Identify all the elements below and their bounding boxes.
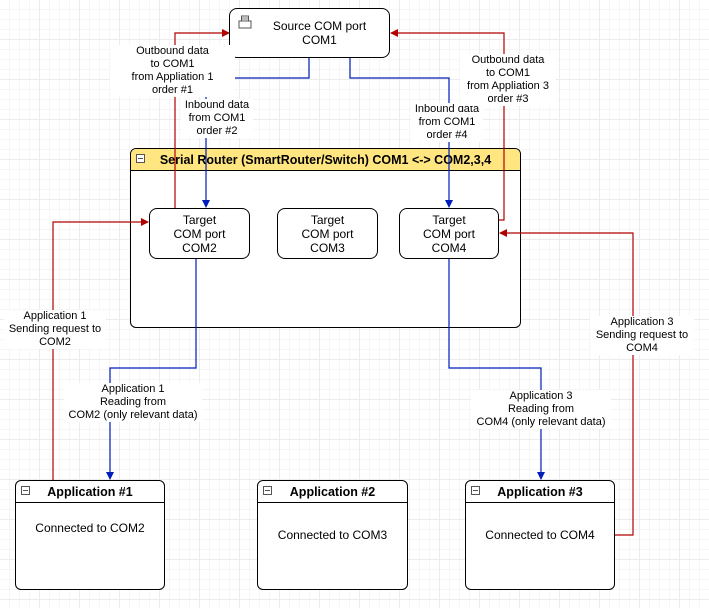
application-2-header[interactable]: Application #2 [258,481,407,503]
application-3-body: Connected to COM4 [466,503,614,589]
application-2-body: Connected to COM3 [258,503,407,589]
target-line: COM port [422,226,475,241]
edge-app1-request-com2 [52,218,149,480]
label-line: to COM1 [485,67,530,79]
label-line: Sending request to [595,329,689,341]
label-line: Application 3 [509,390,573,402]
label-line: Application 3 [610,316,674,328]
label-line: from Appliation 3 [467,80,549,92]
label-outbound-app3: Outbound data to COM1 from Appliation 3 … [460,54,556,106]
label-line: order #1 [152,84,193,96]
collapse-icon[interactable] [136,154,145,163]
label-line: from COM1 [418,116,476,128]
application-3-title: Application #3 [497,484,583,499]
application-2-container[interactable]: Application #2 Connected to COM3 [257,480,408,590]
edge-outbound-app1-to-com1 [174,29,230,208]
label-line: Reading from [507,403,575,415]
label-line: Inbound data [184,99,250,111]
label-line: from COM1 [188,112,246,124]
label-line: Sending request to [8,323,102,335]
edge-inbound-com1-to-com4 [349,58,453,208]
application-2-title: Application #2 [289,484,376,499]
collapse-icon[interactable] [263,486,272,495]
label-inbound-com2: Inbound data from COM1 order #2 [181,99,253,138]
target-line: COM port [173,226,226,241]
application-1-body: Connected to COM2 [16,503,164,589]
label-app3-reading: Application 3 Reading from COM4 (only re… [471,390,611,429]
label-line: COM2 [39,336,71,348]
application-3-container[interactable]: Application #3 Connected to COM4 [465,480,615,590]
label-line: Application 1 [23,310,87,322]
application-3-header[interactable]: Application #3 [466,481,614,503]
target-line: Target [432,212,466,227]
router-header[interactable]: Serial Router (SmartRouter/Switch) COM1 … [131,149,520,171]
application-1-title: Application #1 [47,484,133,499]
label-line: COM4 (only relevant data) [476,416,606,428]
target-com3-node[interactable]: Target COM port COM3 [277,208,378,259]
edge-inbound-com1-to-com2 [202,58,310,208]
application-1-status: Connected to COM2 [35,521,145,535]
target-line: COM port [301,226,354,241]
label-line: order #2 [196,125,238,137]
label-inbound-com4: Inbound data from COM1 order #4 [411,103,483,142]
application-1-container[interactable]: Application #1 Connected to COM2 [15,480,165,590]
label-line: Outbound data [471,54,545,66]
source-port-line: COM1 [302,33,337,47]
source-com-port-node[interactable]: Source COM port COM1 [229,8,390,58]
target-line: Target [310,212,345,227]
label-line: Outbound data [136,45,209,57]
application-2-status: Connected to COM3 [277,528,388,542]
target-line: COM3 [310,240,345,255]
edge-app3-request-com4 [499,229,634,536]
label-line: to COM1 [150,58,195,70]
collapse-icon[interactable] [471,486,480,495]
router-title: Serial Router (SmartRouter/Switch) COM1 … [159,152,492,167]
label-line: order #3 [487,93,529,105]
target-line: Target [182,212,217,227]
label-line: order #4 [426,129,468,141]
label-line: Reading from [99,396,167,408]
label-line: Application 1 [101,383,165,395]
serial-port-icon [238,15,252,29]
edge-com4-to-app3 [448,259,545,480]
edge-outbound-app3-to-com1 [390,29,505,221]
edge-com2-to-app1 [106,259,197,480]
target-com2-node[interactable]: Target COM port COM2 [149,208,250,259]
label-app1-reading: Application 1 Reading from COM2 (only re… [64,383,202,422]
label-outbound-app1: Outbound data to COM1 from Appliation 1 … [110,45,235,97]
target-line: COM2 [182,240,217,255]
label-line: from Appliation 1 [131,71,214,83]
collapse-icon[interactable] [21,486,30,495]
application-3-status: Connected to COM4 [485,528,595,542]
label-line: COM2 (only relevant data) [68,409,198,421]
label-line: COM4 [626,342,658,354]
label-app3-request: Application 3 Sending request to COM4 [590,316,694,355]
source-port-line: Source COM port [272,19,367,33]
application-1-header[interactable]: Application #1 [16,481,164,503]
target-com4-node[interactable]: Target COM port COM4 [399,208,499,259]
label-line: Inbound data [414,103,480,115]
label-app1-request: Application 1 Sending request to COM2 [4,310,106,349]
target-line: COM4 [431,240,467,255]
